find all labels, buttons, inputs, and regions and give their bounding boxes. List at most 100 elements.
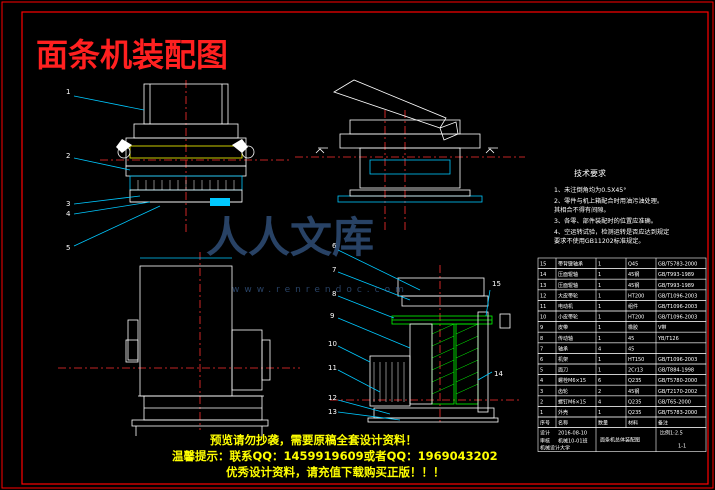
parts-cell-std: GB/T993-1989 <box>658 283 694 289</box>
balloon-1: 1 <box>66 88 70 96</box>
parts-cell-mat: 45钢 <box>628 271 639 278</box>
parts-cell-no: 9 <box>540 325 543 331</box>
tech-requirements: 技术要求 1、未注倒角均为0.5X45° 2、零件与机上箱配合时用油污油处理。 … <box>554 168 669 245</box>
parts-cell-mat: Q235 <box>628 410 641 416</box>
parts-cell-mat: 材料 <box>628 420 638 427</box>
parts-cell-name: 机架 <box>558 356 568 363</box>
parts-cell-mat: 45 <box>628 336 634 342</box>
title-block <box>537 427 707 452</box>
watermark-line-3: 优秀设计资料，请充值下载购买正版！！！ <box>226 465 445 479</box>
title-block-scale: 比例1:2.5 <box>660 430 683 437</box>
balloon-2: 2 <box>66 152 70 160</box>
parts-cell-name: 皮带 <box>558 324 568 331</box>
parts-cell-name: 齿轮 <box>558 388 568 395</box>
parts-cell-no: 4 <box>540 378 543 384</box>
parts-cell-no: 10 <box>540 315 546 321</box>
tech-heading: 技术要求 <box>574 168 606 178</box>
title-block-drawing-name: 面条机总体装配图 <box>600 437 640 444</box>
parts-cell-name: 电动机 <box>558 303 573 310</box>
parts-cell-mat: 45钢 <box>628 282 639 289</box>
parts-cell-mat: 45钢 <box>628 388 639 395</box>
parts-cell-mat: HT150 <box>628 357 644 363</box>
parts-cell-no: 序号 <box>540 420 550 427</box>
balloon-5: 5 <box>66 244 70 252</box>
parts-cell-name: 螺栓M6×15 <box>558 377 586 384</box>
parts-cell-no: 1 <box>540 410 543 416</box>
title-block-sheet: 1-1 <box>678 444 686 450</box>
parts-cell-qty: 2 <box>598 389 601 395</box>
parts-cell-no: 13 <box>540 283 546 289</box>
parts-cell-name: 传动轴 <box>558 335 573 342</box>
title-block-school: 机械设计大学 <box>540 445 570 452</box>
parts-cell-mat: 45 <box>628 346 634 352</box>
leader-lines <box>73 95 493 421</box>
balloon-4: 4 <box>66 210 71 218</box>
balloon-8: 8 <box>332 290 336 298</box>
tech-line-1: 1、未注倒角均为0.5X45° <box>554 186 626 194</box>
parts-cell-mat: Q235 <box>628 399 641 405</box>
parts-cell-std: V带 <box>658 325 666 331</box>
parts-cell-name: 名称 <box>558 420 568 427</box>
parts-cell-std: GB/T1096-2003 <box>658 293 697 299</box>
parts-cell-mat: 橡胶 <box>628 324 638 331</box>
parts-cell-qty: 1 <box>598 336 601 342</box>
tech-line-3: 其相合不得有间隙。 <box>554 206 610 214</box>
balloon-12: 12 <box>328 394 337 402</box>
balloon-labels: 1 2 3 4 5 6 7 8 9 10 11 12 13 14 15 <box>66 88 503 416</box>
parts-cell-qty: 4 <box>598 399 601 405</box>
parts-cell-qty: 1 <box>598 315 601 321</box>
parts-cell-qty: 1 <box>598 368 601 374</box>
title-block-drawn-by: 设计 <box>540 430 550 437</box>
balloon-7: 7 <box>332 266 336 274</box>
parts-cell-no: 11 <box>540 304 546 310</box>
parts-cell-qty: 1 <box>598 283 601 289</box>
title-block-class: 机械10-01班 <box>558 438 588 445</box>
watermark-line-1: 预览请勿抄袭，需要原稿全套设计资料！ <box>210 433 417 447</box>
balloon-11: 11 <box>328 364 337 372</box>
parts-cell-no: 14 <box>540 272 546 278</box>
parts-cell-no: 8 <box>540 336 543 342</box>
side-view <box>295 79 525 230</box>
parts-cell-name: 面刀 <box>558 368 568 374</box>
parts-cell-qty: 1 <box>598 262 601 268</box>
balloon-15: 15 <box>492 280 501 288</box>
tech-line-5: 4、空运转试验，检测运转是否应达到规定 <box>554 228 669 236</box>
tech-line-4: 3、各零、部件装配时的位置应准确。 <box>554 217 657 225</box>
parts-cell-mat: 组件 <box>628 303 638 310</box>
parts-cell-qty: 1 <box>598 357 601 363</box>
parts-cell-no: 2 <box>540 399 543 405</box>
parts-cell-std: GB/T1096-2003 <box>658 357 697 363</box>
parts-cell-name: 压面辊轴 <box>558 271 578 278</box>
parts-cell-mat: 2Cr13 <box>628 368 643 374</box>
parts-cell-name: 小皮带轮 <box>558 314 578 321</box>
balloon-13: 13 <box>328 408 337 416</box>
parts-cell-no: 12 <box>540 293 546 299</box>
parts-cell-std: GB/T1096-2003 <box>658 304 697 310</box>
balloon-6: 6 <box>332 242 337 250</box>
parts-cell-no: 15 <box>540 262 546 268</box>
parts-cell-mat: Q45 <box>628 262 638 268</box>
parts-cell-name: 大皮带轮 <box>558 292 578 299</box>
logo-text: 人人文库 <box>206 213 374 262</box>
copy-watermark: 预览请勿抄袭，需要原稿全套设计资料！ 温馨提示：联系QQ：1459919609或… <box>172 433 498 479</box>
renrendoc-logo: 人人文库 www.renrendoc.com <box>206 213 404 295</box>
title-block-checked: 审核 <box>540 438 550 445</box>
base-view <box>58 252 300 436</box>
parts-cell-std: 备注 <box>658 420 668 427</box>
parts-cell-name: 螺钉M6×15 <box>558 398 586 405</box>
balloon-14: 14 <box>494 370 503 378</box>
parts-cell-std: GB/T1096-2003 <box>658 315 697 321</box>
tech-line-6: 要求不使用GB11202标准规定。 <box>554 237 645 245</box>
inner-frame <box>21 11 709 485</box>
drawing-title: 面条机装配图 <box>36 36 228 74</box>
balloon-10: 10 <box>328 340 337 348</box>
parts-cell-no: 3 <box>540 389 543 395</box>
parts-cell-std: YB/T126 <box>657 336 679 342</box>
parts-cell-qty: 1 <box>598 272 601 278</box>
parts-cell-name: 带背键轴承 <box>558 261 583 268</box>
parts-cell-qty: 数量 <box>598 420 608 427</box>
parts-cell-qty: 1 <box>598 304 601 310</box>
